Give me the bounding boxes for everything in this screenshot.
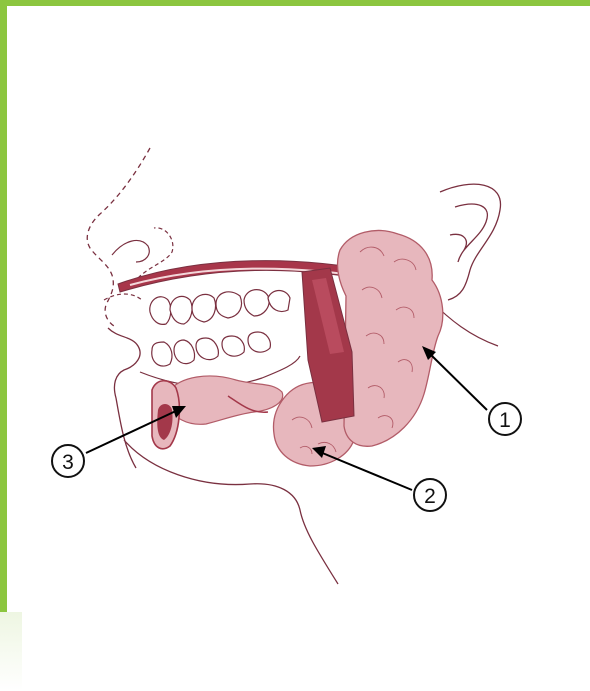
callout-3: 3 (52, 445, 84, 477)
lower-lip-chin (108, 328, 140, 468)
nostril (112, 240, 149, 262)
callout-2: 2 (414, 479, 446, 511)
callout-1-label: 1 (499, 409, 511, 432)
upper-lip (104, 228, 173, 300)
callout-2-label: 2 (424, 485, 436, 508)
sublingual-gland (168, 376, 283, 424)
lower-teeth (152, 332, 271, 366)
callout-3-label: 3 (62, 451, 74, 474)
leader-line-2 (320, 452, 412, 490)
upper-teeth (150, 290, 290, 325)
callout-1: 1 (489, 403, 521, 435)
ear-outline (440, 184, 501, 300)
leader-line-1 (428, 352, 487, 410)
